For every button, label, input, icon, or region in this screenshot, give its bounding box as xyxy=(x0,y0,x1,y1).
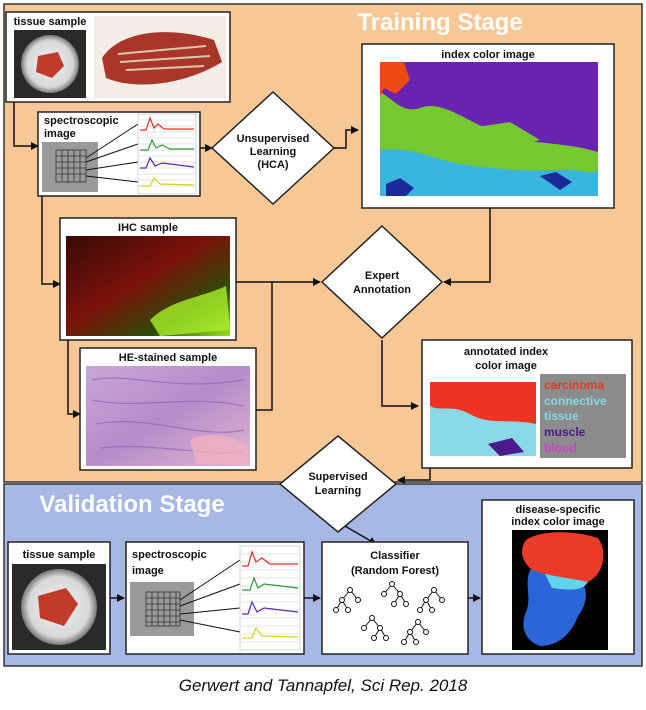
validation-spectro-grid-bg xyxy=(130,582,194,636)
ihc-sample-box: IHC sample xyxy=(59,217,237,341)
training-spectra xyxy=(137,113,197,195)
line-he-to-expert xyxy=(256,282,273,411)
random-forest-trees xyxy=(333,581,445,645)
training-tissue-sample-label: tissue sample xyxy=(14,16,87,28)
classifier-box: Classifier (Random Forest) xyxy=(321,541,469,655)
arrow-tissue-to-spectro xyxy=(13,102,39,150)
decision-tree-1 xyxy=(333,587,361,613)
legend-connective: connective xyxy=(544,394,607,408)
annotated-legend-bg xyxy=(540,374,626,458)
decision-tree-5 xyxy=(401,619,429,645)
arrow-index-to-expert xyxy=(443,208,491,286)
unsupervised-label-1: Unsupervised xyxy=(237,133,310,145)
expert-annotation-node: Expert Annotation xyxy=(320,224,444,340)
index-map-green-2 xyxy=(470,122,540,150)
validation-spectrum-green xyxy=(242,576,299,591)
annotated-label-2: color image xyxy=(475,360,537,372)
legend-muscle: muscle xyxy=(544,425,586,439)
classifier-label-1: Classifier xyxy=(370,550,420,562)
line-spectro-down xyxy=(41,194,61,288)
unsupervised-label-3: (HCA) xyxy=(257,159,288,171)
training-spectrum-purple xyxy=(140,156,195,169)
index-map-cyan xyxy=(380,149,598,196)
training-tissue-texture xyxy=(117,45,211,71)
citation: Gerwert and Tannapfel, Sci Rep. 2018 xyxy=(178,676,468,695)
validation-spectroscopic-label-1: spectroscopic xyxy=(132,549,207,561)
expert-label-1: Expert xyxy=(365,270,400,282)
disease-label-1: disease-specific xyxy=(516,504,601,516)
supervised-label-2: Learning xyxy=(315,485,361,497)
training-spectrum-green xyxy=(140,138,194,151)
ihc-green-streak xyxy=(150,286,230,336)
validation-dish-tissue xyxy=(38,588,78,626)
ihc-sample-label: IHC sample xyxy=(118,222,178,234)
validation-tissue-sample-box: tissue sample xyxy=(7,541,111,655)
training-spectroscopic-label-1: spectroscopic xyxy=(44,115,119,127)
training-tissue-sample-box: tissue sample xyxy=(5,11,231,103)
validation-spectrum-yellow xyxy=(242,626,299,639)
validation-spectrum-purple xyxy=(242,600,299,615)
validation-stage-title: Validation Stage xyxy=(39,491,224,518)
training-spectro-grid-bg xyxy=(42,142,98,192)
training-spectroscopic-box: spectroscopic image xyxy=(37,111,201,197)
he-pink-area xyxy=(190,434,248,464)
index-color-image-label: index color image xyxy=(441,49,535,61)
disease-label-2: index color image xyxy=(511,516,605,528)
arrow-expert-to-annotated xyxy=(381,340,419,410)
validation-spectrum-red xyxy=(242,550,298,567)
line-ihc-down xyxy=(67,340,81,418)
validation-spectro-links xyxy=(179,559,241,633)
training-stage-title: Training Stage xyxy=(357,9,522,36)
training-spectrum-yellow xyxy=(140,176,195,187)
training-spectro-links xyxy=(85,123,139,183)
training-dish-tissue xyxy=(36,52,64,78)
he-stained-sample-label: HE-stained sample xyxy=(119,352,217,364)
annotated-map-muscle xyxy=(488,438,524,456)
index-map-navy xyxy=(386,172,572,196)
validation-spectroscopic-label-2: image xyxy=(132,565,164,577)
supervised-learning-node: Supervised Learning xyxy=(278,435,398,533)
unsupervised-label-2: Learning xyxy=(250,146,296,158)
legend-carcinoma: carcinoma xyxy=(544,378,604,392)
index-color-image-box: index color image xyxy=(361,43,615,209)
decision-tree-4 xyxy=(361,615,389,641)
decision-tree-2 xyxy=(381,581,409,607)
validation-spectroscopic-box: spectroscopic image xyxy=(125,541,305,655)
validation-spectro-grid xyxy=(145,591,181,627)
index-map-purple xyxy=(380,62,598,152)
training-spectroscopic-label-2: image xyxy=(44,128,76,140)
legend-tissue: tissue xyxy=(544,409,579,423)
annotated-map-carcinoma xyxy=(430,382,536,424)
decision-tree-3 xyxy=(417,587,445,613)
validation-spectra xyxy=(239,545,301,651)
annotated-index-box: annotated index color image carcinoma co… xyxy=(421,339,633,469)
classifier-label-2: (Random Forest) xyxy=(351,565,439,577)
unsupervised-learning-node: Unsupervised Learning (HCA) xyxy=(210,90,336,206)
index-map-orange xyxy=(380,62,410,96)
training-spectrum-red xyxy=(140,116,194,131)
arrow-annotated-to-supervised xyxy=(397,468,431,484)
validation-tissue-sample-label: tissue sample xyxy=(23,549,96,561)
he-texture xyxy=(91,377,245,454)
he-stained-sample-box: HE-stained sample xyxy=(79,347,257,471)
disease-tissue-red xyxy=(522,532,604,582)
expert-label-2: Annotation xyxy=(353,284,411,296)
annotated-label-1: annotated index xyxy=(464,346,549,358)
arrow-unsup-to-index xyxy=(334,126,359,149)
disease-specific-box: disease-specific index color image xyxy=(481,499,635,655)
supervised-label-1: Supervised xyxy=(308,471,367,483)
training-spectro-grid xyxy=(55,149,87,183)
legend-blood: blood xyxy=(544,441,577,455)
